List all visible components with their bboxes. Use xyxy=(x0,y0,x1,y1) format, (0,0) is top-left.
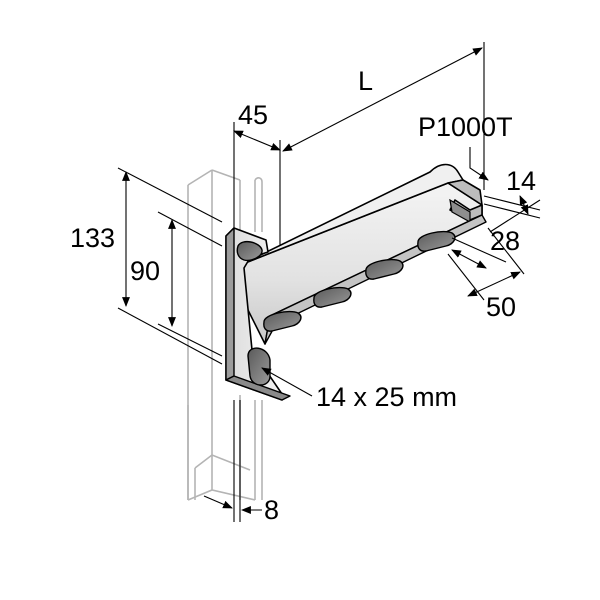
plate-edge xyxy=(225,227,235,381)
ext-line-133-top xyxy=(117,167,223,223)
ext-line-50-a xyxy=(447,253,485,301)
back-plate xyxy=(225,227,291,401)
label-length: L xyxy=(358,66,373,96)
arm-slot xyxy=(417,230,456,252)
label-thickness-8: 8 xyxy=(264,495,279,525)
ext-line-14-a xyxy=(483,195,541,211)
dim-arrow-45 xyxy=(233,130,281,151)
label-width-45: 45 xyxy=(238,100,268,130)
label-dim-14: 14 xyxy=(506,166,536,196)
label-slot-size: 14 x 25 mm xyxy=(316,382,457,412)
ext-line-28-b xyxy=(489,199,541,233)
plate-lower-slot xyxy=(247,347,271,386)
leader-slot-size xyxy=(261,367,313,397)
label-height-133: 133 xyxy=(70,223,115,253)
dim-arrow-L xyxy=(282,47,483,152)
plate-upper-slot xyxy=(236,240,263,262)
bracket-arm xyxy=(233,163,487,345)
label-dim-50: 50 xyxy=(486,292,516,322)
dim-arrow-14 xyxy=(519,195,529,215)
label-part-number: P1000T xyxy=(418,112,513,142)
dim-arrow-28 xyxy=(451,249,487,269)
ext-line-90-top xyxy=(157,211,223,247)
ext-line-90-bottom xyxy=(157,323,223,357)
vertical-channel xyxy=(187,169,263,501)
ext-line-50-b xyxy=(487,227,525,275)
arm-slot xyxy=(313,286,352,308)
dimension-lines xyxy=(117,42,541,522)
arm-slot xyxy=(365,258,404,280)
dim-arrow-50 xyxy=(467,271,521,297)
arm-top-lip xyxy=(239,163,464,266)
arm-slots xyxy=(263,230,456,332)
label-dim-28: 28 xyxy=(490,226,520,256)
label-height-90: 90 xyxy=(130,256,160,286)
dim-arrow-8-left xyxy=(203,495,233,509)
leader-p1000t xyxy=(469,147,489,181)
plate-bottom-edge xyxy=(225,375,291,401)
arm-slot xyxy=(263,310,302,332)
ext-line-133-bottom xyxy=(117,307,223,365)
ext-line-14-b xyxy=(483,203,541,219)
